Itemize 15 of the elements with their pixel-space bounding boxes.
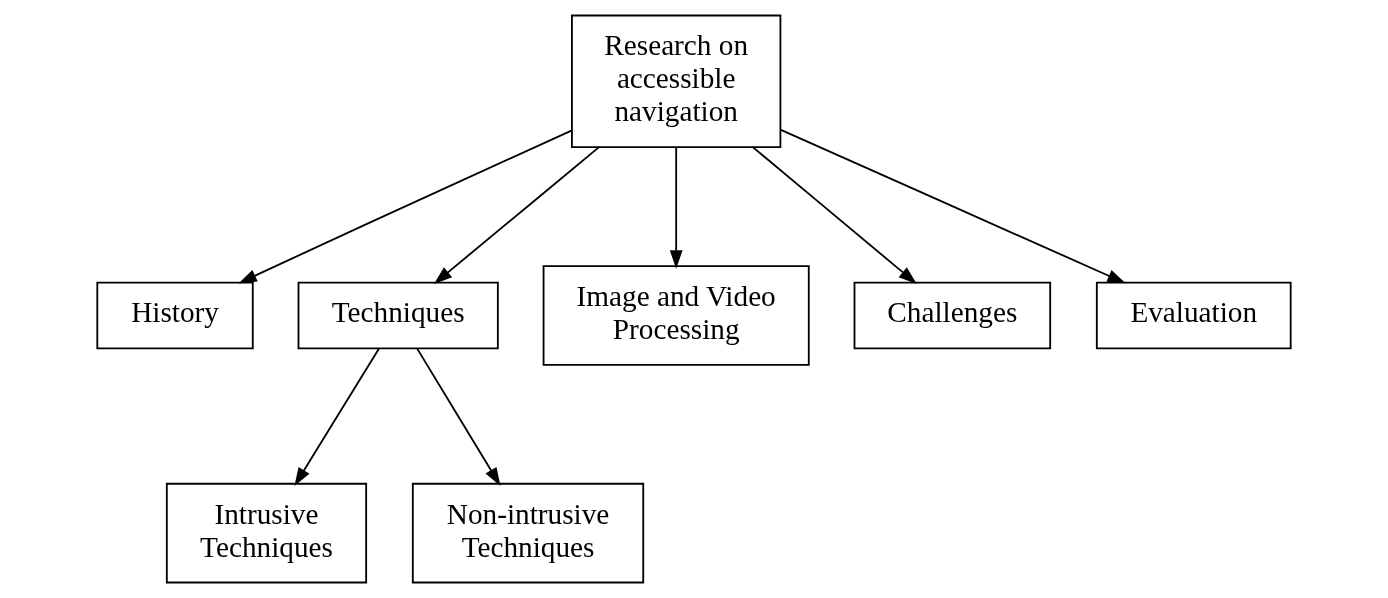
node-box: Evaluation (1095, 281, 1292, 350)
node-box: Challenges (853, 281, 1052, 350)
arrow (433, 146, 600, 284)
arrow (294, 347, 380, 486)
node-box: Techniques (297, 281, 499, 350)
arrow (238, 129, 573, 284)
arrow (669, 146, 683, 269)
arrow (752, 146, 917, 284)
node-box: Non-intrusive Techniques (411, 482, 645, 584)
node-box: History (96, 281, 254, 350)
node-box: Research on accessible navigation (571, 14, 782, 149)
arrow (416, 347, 501, 486)
node-box: Intrusive Techniques (165, 482, 368, 584)
arrow (780, 128, 1126, 284)
node-box: Image and Video Processing (542, 265, 810, 366)
